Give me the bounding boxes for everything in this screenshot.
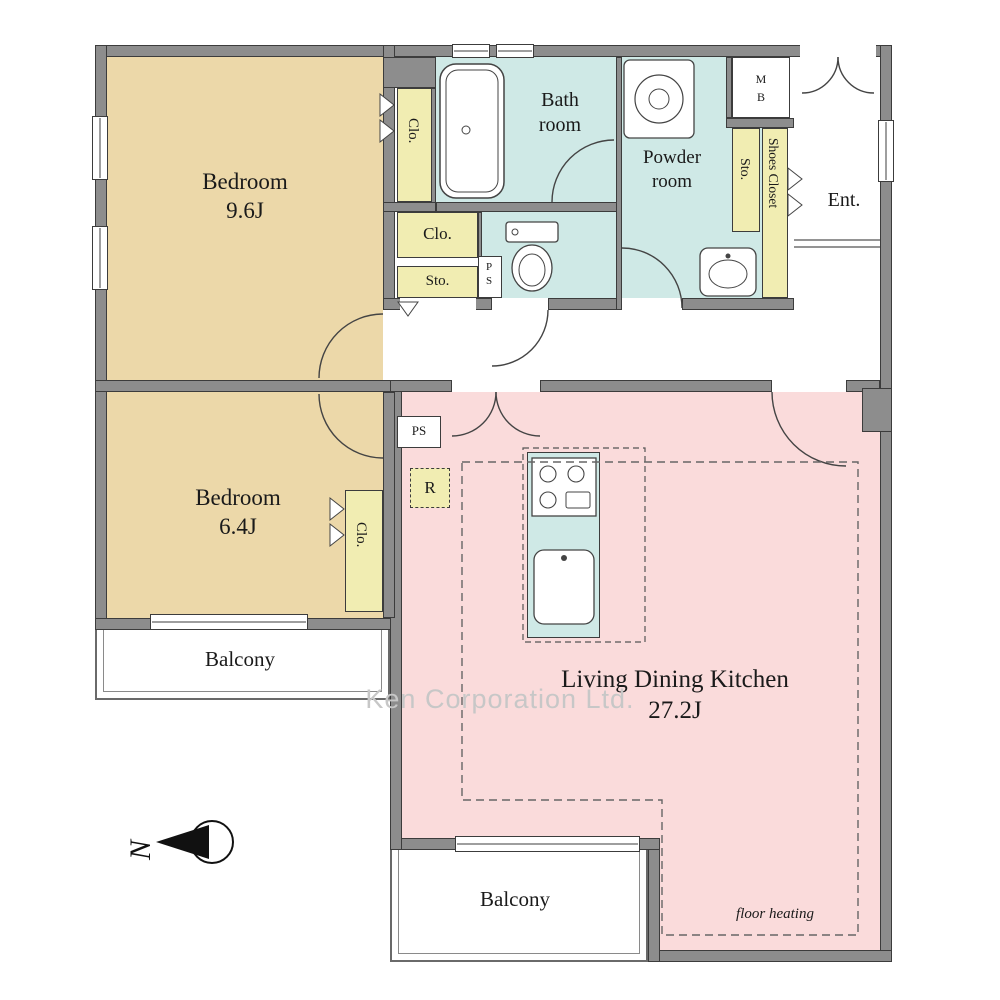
wall-closet-mid [383,202,436,212]
wall-ldk-top-a [390,380,452,392]
entrance-door-opening [800,45,876,57]
entrance-door-arc-right [837,56,875,94]
wall-top [95,45,892,57]
bedroom1-area: 9.6J [226,197,264,223]
entrance-door-arc-left [801,56,839,94]
ldk-floor-upper [402,392,880,838]
balcony-left-rail [95,630,390,700]
storage-entry-label: Sto. [737,158,752,181]
shoes-closet-door-mark2 [787,192,803,218]
compass-north-label: N [124,838,157,861]
wall-ldk-top-b [540,380,772,392]
pipe-space-ldk-label: PS [411,423,427,438]
wall-bath-bottom [436,202,618,212]
storage-hall [397,266,478,298]
window-bath-2 [496,44,534,58]
wall-ldk-step [648,838,660,962]
bedroom2-area: 6.4J [219,513,257,539]
refrigerator-label: R [424,478,436,497]
storage-entry [732,128,760,232]
bedroom2-name: Bedroom [195,485,281,510]
storage-hall-door-opening [400,298,476,310]
balcony-left-label: Balcony [205,647,275,671]
balcony-left-rail-inner [103,630,382,692]
powder-room-label: Powder room [642,147,702,192]
pipe-space-ldk [397,416,441,448]
wall-closet1-top [383,57,436,88]
floor-heating-label: floor heating [736,906,814,922]
compass-circle [190,820,234,864]
window-bath-1 [452,44,490,58]
toilet-floor [482,212,616,298]
window-bedroom2-balcony [150,614,308,630]
closet-bedroom2-label: Clo. [353,522,369,548]
storage-hall-label: Sto. [425,273,450,289]
bedroom1-name: Bedroom [202,169,288,194]
ldk-floor-lower [660,838,880,950]
window-bedroom1-lower [92,226,108,290]
closet-bedroom1-label: Clo. [405,118,421,144]
refrigerator-space [410,468,450,508]
closet-hall [397,212,478,258]
wall-left [95,45,107,630]
kitchen-counter [527,452,600,638]
wall-mb-left [726,57,732,118]
bedroom2-label: Bedroom 6.4J [138,484,338,542]
wall-under-mb [726,118,794,128]
balcony-bottom-label: Balcony [480,887,550,911]
entry-step-lines [794,239,880,248]
wall-bath-left [430,88,436,210]
wall-bathcol-right [616,57,622,310]
bedroom1-label: Bedroom 9.6J [145,168,345,226]
closet-hall-label: Clo. [423,224,452,243]
watermark: Ken Corporation Ltd. [365,684,635,714]
compass-arrow [156,825,209,859]
meter-box [732,57,790,118]
wall-toilet-left [478,212,482,298]
wall-bedroom2-right [383,392,395,618]
compass: N [124,820,234,864]
wall-ldk-bottom-right [648,950,892,962]
meter-box-label: M B [732,70,790,106]
window-bedroom1-upper [92,116,108,180]
shoes-closet-label: Shoes Closet [766,138,781,209]
wall-corridor-c [682,298,794,310]
closet-bedroom2 [345,490,383,612]
meter-box-m: M [755,72,767,86]
pipe-space-hall [478,256,502,298]
pillar-corridor-right [862,388,892,432]
window-ldk-balcony [455,836,640,852]
toilet-door-arc [491,309,549,367]
closet-bedroom1 [397,88,432,202]
pipe-space-hall-label: PS [483,261,495,289]
wall-between-bedrooms [95,380,395,392]
bathroom-label: Bath room [538,89,582,136]
entry-label: Ent. [827,189,861,211]
wall-corridor-b [548,298,622,310]
shoes-closet-door-mark [787,166,803,192]
wall-right [880,45,892,962]
meter-box-b: B [756,90,765,104]
window-entry [878,120,894,182]
